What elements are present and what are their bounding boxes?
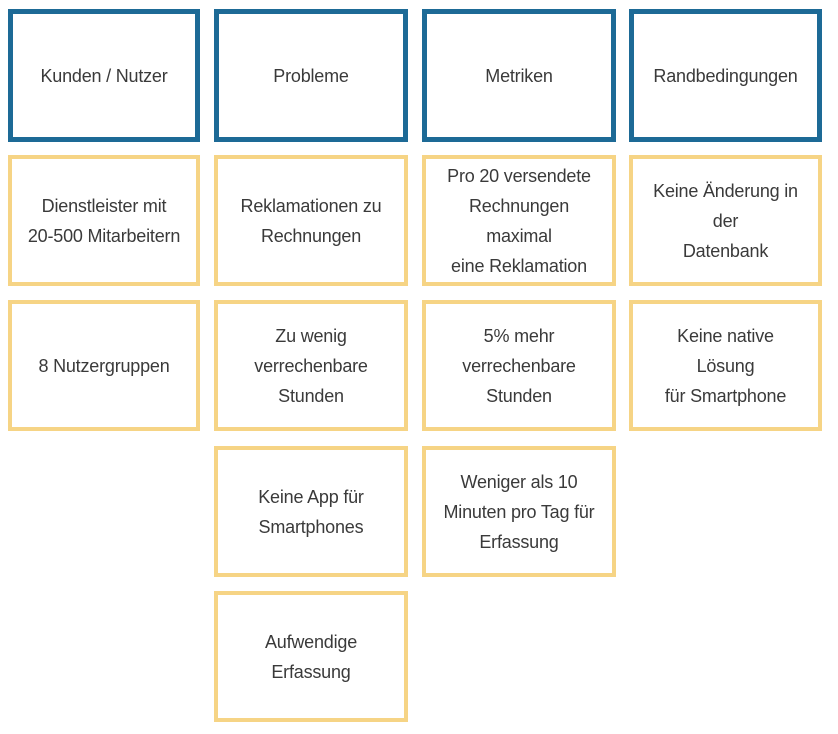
column-header-label: Kunden / Nutzer xyxy=(40,65,168,86)
card-label: Pro 20 versendete Rechnungen maximal ein… xyxy=(447,165,591,276)
card-label: Aufwendige Erfassung xyxy=(264,631,358,682)
column-header-randbedingungen: Randbedingungen xyxy=(629,9,822,142)
card-probleme-3: Keine App für Smartphones xyxy=(214,446,408,577)
card-probleme-1: Reklamationen zu Rechnungen xyxy=(214,155,408,286)
card-label: 8 Nutzergruppen xyxy=(38,355,170,376)
column-header-label: Probleme xyxy=(273,65,349,86)
card-label: Dienstleister mit 20-500 Mitarbeitern xyxy=(27,195,181,246)
column-header-kunden-nutzer: Kunden / Nutzer xyxy=(8,9,200,142)
column-header-probleme: Probleme xyxy=(214,9,408,142)
card-label: Zu wenig verrechenbare Stunden xyxy=(254,325,368,406)
card-kunden-nutzer-2: 8 Nutzergruppen xyxy=(8,300,200,431)
card-kunden-nutzer-1: Dienstleister mit 20-500 Mitarbeitern xyxy=(8,155,200,286)
column-header-metriken: Metriken xyxy=(422,9,616,142)
column-header-label: Metriken xyxy=(485,65,553,86)
card-label: 5% mehr verrechenbare Stunden xyxy=(462,325,576,406)
card-randbedingungen-1: Keine Änderung in der Datenbank xyxy=(629,155,822,286)
card-randbedingungen-2: Keine native Lösung für Smartphone xyxy=(629,300,822,431)
card-metriken-3: Weniger als 10 Minuten pro Tag für Erfas… xyxy=(422,446,616,577)
card-metriken-1: Pro 20 versendete Rechnungen maximal ein… xyxy=(422,155,616,286)
card-label: Weniger als 10 Minuten pro Tag für Erfas… xyxy=(443,471,595,552)
card-probleme-2: Zu wenig verrechenbare Stunden xyxy=(214,300,408,431)
column-header-label: Randbedingungen xyxy=(653,65,798,86)
card-metriken-2: 5% mehr verrechenbare Stunden xyxy=(422,300,616,431)
card-label: Keine Änderung in der Datenbank xyxy=(653,180,798,261)
card-label: Keine App für Smartphones xyxy=(258,486,364,537)
card-label: Reklamationen zu Rechnungen xyxy=(240,195,382,246)
card-label: Keine native Lösung für Smartphone xyxy=(664,325,787,406)
card-probleme-4: Aufwendige Erfassung xyxy=(214,591,408,722)
